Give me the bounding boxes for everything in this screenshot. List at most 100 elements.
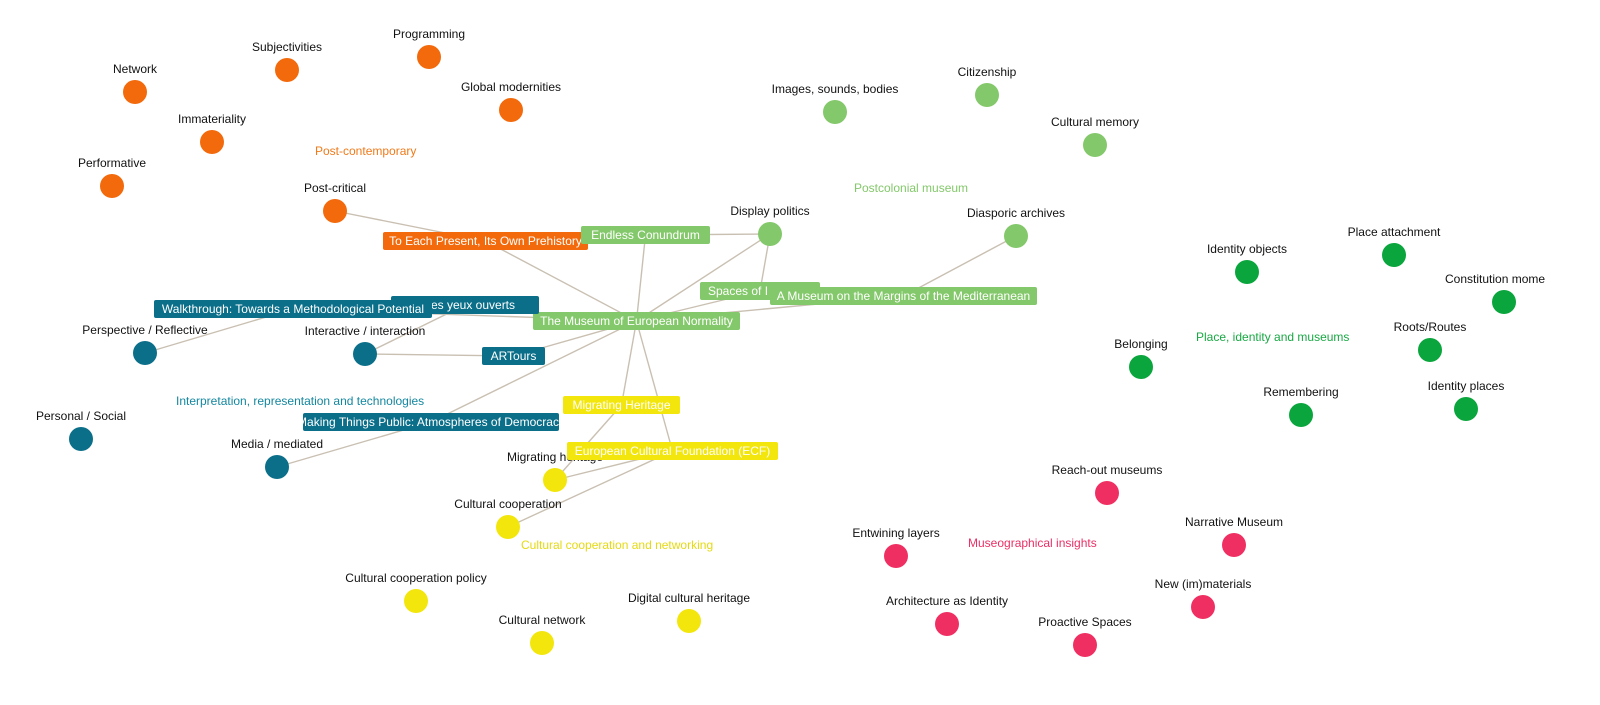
node-new-immaterials[interactable]: New (im)materials bbox=[1155, 577, 1252, 619]
node-circle[interactable] bbox=[200, 130, 224, 154]
node-label: Identity objects bbox=[1207, 242, 1287, 256]
node-circle[interactable] bbox=[275, 58, 299, 82]
project-box[interactable] bbox=[533, 312, 740, 330]
node-remembering[interactable]: Remembering bbox=[1263, 385, 1339, 427]
node-cultural-network[interactable]: Cultural network bbox=[499, 613, 587, 655]
project-label: a: les yeux ouverts bbox=[415, 298, 515, 312]
project-prehistory[interactable]: To Each Present, Its Own Prehistory bbox=[383, 232, 588, 250]
node-circle[interactable] bbox=[69, 427, 93, 451]
node-circle[interactable] bbox=[543, 468, 567, 492]
project-box[interactable] bbox=[303, 413, 559, 431]
node-label: Post-critical bbox=[304, 181, 366, 195]
node-constitution-moments[interactable]: Constitution mome bbox=[1445, 272, 1545, 314]
node-cultural-memory[interactable]: Cultural memory bbox=[1051, 115, 1139, 157]
project-endless-conundrum[interactable]: Endless Conundrum bbox=[581, 226, 710, 244]
project-ecf[interactable]: European Cultural Foundation (ECF) bbox=[567, 442, 778, 460]
node-identity-objects[interactable]: Identity objects bbox=[1207, 242, 1287, 284]
node-label: Constitution mome bbox=[1445, 272, 1545, 286]
node-circle[interactable] bbox=[1492, 290, 1516, 314]
node-label: Cultural network bbox=[499, 613, 587, 627]
node-place-attachment[interactable]: Place attachment bbox=[1348, 225, 1441, 267]
node-cultural-cooperation-kw[interactable]: Cultural cooperation bbox=[454, 497, 562, 539]
project-box[interactable] bbox=[770, 287, 1037, 305]
node-reach-out-museums[interactable]: Reach-out museums bbox=[1052, 463, 1163, 505]
node-circle[interactable] bbox=[1418, 338, 1442, 362]
node-circle[interactable] bbox=[1382, 243, 1406, 267]
edge-ecf-cultural-cooperation-kw bbox=[507, 450, 673, 528]
node-circle[interactable] bbox=[530, 631, 554, 655]
project-migrating-heritage-proj[interactable]: Migrating Heritage bbox=[563, 396, 680, 414]
node-circle[interactable] bbox=[123, 80, 147, 104]
project-artours[interactable]: ARTours bbox=[482, 347, 545, 365]
node-circle[interactable] bbox=[935, 612, 959, 636]
node-cultural-cooperation-policy[interactable]: Cultural cooperation policy bbox=[345, 571, 487, 613]
node-label: Remembering bbox=[1263, 385, 1338, 399]
node-circle[interactable] bbox=[884, 544, 908, 568]
node-roots-routes[interactable]: Roots/Routes bbox=[1394, 320, 1467, 362]
node-images-sounds-bodies[interactable]: Images, sounds, bodies bbox=[772, 82, 899, 124]
node-circle[interactable] bbox=[1073, 633, 1097, 657]
node-label: Entwining layers bbox=[852, 526, 939, 540]
node-circle[interactable] bbox=[677, 609, 701, 633]
node-circle[interactable] bbox=[1289, 403, 1313, 427]
node-digital-cultural-heritage[interactable]: Digital cultural heritage bbox=[628, 591, 750, 633]
node-subjectivities[interactable]: Subjectivities bbox=[252, 40, 322, 82]
node-circle[interactable] bbox=[265, 455, 289, 479]
node-label: Cultural cooperation bbox=[454, 497, 561, 511]
node-circle[interactable] bbox=[100, 174, 124, 198]
node-label: Media / mediated bbox=[231, 437, 323, 451]
node-network[interactable]: Network bbox=[113, 62, 158, 104]
project-box[interactable] bbox=[563, 396, 680, 414]
node-media-mediated[interactable]: Media / mediated bbox=[231, 437, 323, 479]
node-circle[interactable] bbox=[417, 45, 441, 69]
node-programming[interactable]: Programming bbox=[393, 27, 465, 69]
node-belonging[interactable]: Belonging bbox=[1114, 337, 1168, 379]
node-circle[interactable] bbox=[499, 98, 523, 122]
node-circle[interactable] bbox=[323, 199, 347, 223]
project-box[interactable] bbox=[581, 226, 710, 244]
project-walkthrough[interactable]: Walkthrough: Towards a Methodological Po… bbox=[154, 300, 432, 318]
node-interactive-interaction[interactable]: Interactive / interaction bbox=[305, 324, 426, 366]
node-circle[interactable] bbox=[1095, 481, 1119, 505]
node-display-politics[interactable]: Display politics bbox=[730, 204, 810, 246]
node-circle[interactable] bbox=[404, 589, 428, 613]
node-circle[interactable] bbox=[1235, 260, 1259, 284]
node-label: Network bbox=[113, 62, 158, 76]
project-label: Walkthrough: Towards a Methodological Po… bbox=[162, 302, 424, 316]
node-label: Cultural memory bbox=[1051, 115, 1139, 129]
node-narrative-museum[interactable]: Narrative Museum bbox=[1185, 515, 1283, 557]
node-diasporic-archives[interactable]: Diasporic archives bbox=[967, 206, 1065, 248]
node-entwining-layers[interactable]: Entwining layers bbox=[852, 526, 940, 568]
node-perspective-reflective[interactable]: Perspective / Reflective bbox=[82, 323, 208, 365]
node-circle[interactable] bbox=[133, 341, 157, 365]
project-box[interactable] bbox=[482, 347, 545, 365]
node-immateriality[interactable]: Immateriality bbox=[178, 112, 246, 154]
node-circle[interactable] bbox=[1004, 224, 1028, 248]
node-proactive-spaces[interactable]: Proactive Spaces bbox=[1038, 615, 1132, 657]
project-box[interactable] bbox=[383, 232, 588, 250]
project-box[interactable] bbox=[567, 442, 778, 460]
node-circle[interactable] bbox=[1191, 595, 1215, 619]
project-box[interactable] bbox=[154, 300, 432, 318]
node-circle[interactable] bbox=[823, 100, 847, 124]
node-circle[interactable] bbox=[1129, 355, 1153, 379]
node-global-modernities[interactable]: Global modernities bbox=[461, 80, 561, 122]
node-circle[interactable] bbox=[353, 342, 377, 366]
node-circle[interactable] bbox=[758, 222, 782, 246]
node-post-critical[interactable]: Post-critical bbox=[304, 181, 366, 223]
project-making-things-public[interactable]: Making Things Public: Atmospheres of Dem… bbox=[297, 413, 565, 431]
node-circle[interactable] bbox=[1454, 397, 1478, 421]
node-personal-social[interactable]: Personal / Social bbox=[36, 409, 126, 451]
project-european-normality[interactable]: The Museum of European Normality bbox=[533, 312, 740, 330]
node-performative[interactable]: Performative bbox=[78, 156, 146, 198]
node-circle[interactable] bbox=[1222, 533, 1246, 557]
project-museum-margins[interactable]: A Museum on the Margins of the Mediterra… bbox=[770, 287, 1037, 305]
node-circle[interactable] bbox=[496, 515, 520, 539]
node-identity-places[interactable]: Identity places bbox=[1428, 379, 1505, 421]
node-architecture-as-identity[interactable]: Architecture as Identity bbox=[886, 594, 1008, 636]
node-circle[interactable] bbox=[975, 83, 999, 107]
node-citizenship[interactable]: Citizenship bbox=[958, 65, 1017, 107]
node-label: Place attachment bbox=[1348, 225, 1441, 239]
node-circle[interactable] bbox=[1083, 133, 1107, 157]
